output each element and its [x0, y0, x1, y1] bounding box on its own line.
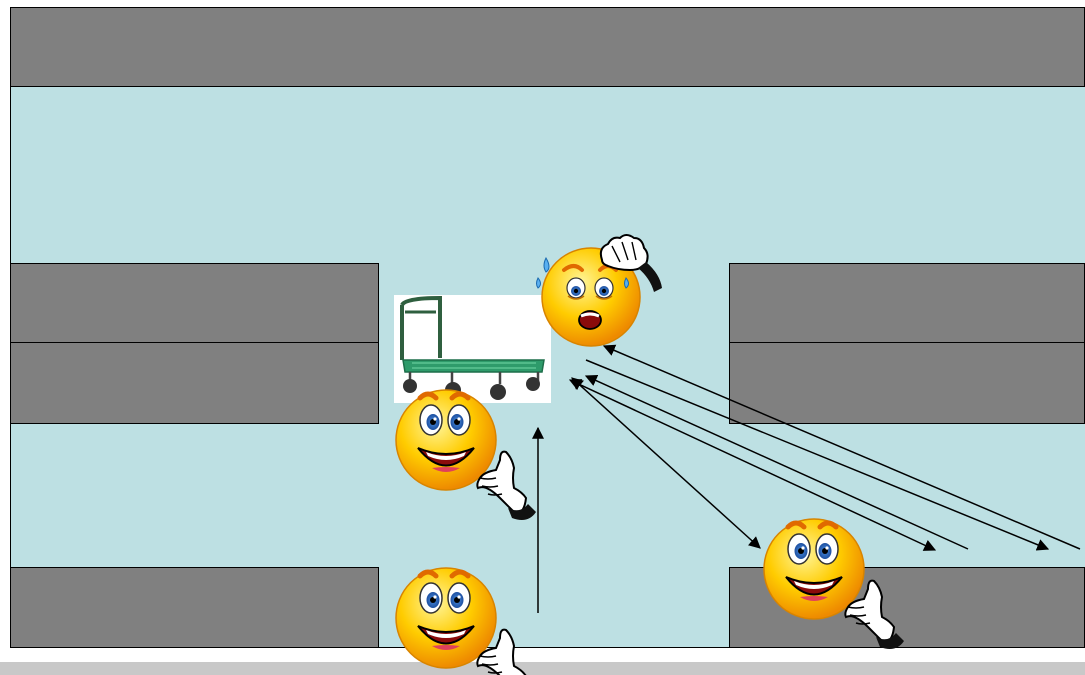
- arrow-to-far-right-3: [585, 359, 1050, 551]
- arrow-to-worried-smiley: [602, 344, 1081, 550]
- arrow-to-smiley-right: [571, 377, 761, 549]
- platform-cart-icon: [394, 295, 551, 403]
- left-shelf-bottom: [10, 567, 379, 648]
- top-shelf: [10, 7, 1085, 87]
- left-shelf-upper: [10, 263, 379, 344]
- happy-smiley-cart-icon: [396, 390, 536, 520]
- sweating-worried-smiley-icon: [536, 234, 662, 347]
- arrow-to-far-right-2: [584, 374, 969, 550]
- left-shelf-lower: [10, 342, 379, 424]
- movement-arrows: [532, 344, 1081, 613]
- bottom-strip: [0, 662, 1085, 675]
- arrow-to-far-right-1: [568, 379, 937, 551]
- happy-smiley-right-icon: [764, 519, 904, 649]
- happy-smiley-bottom-icon: [396, 568, 536, 675]
